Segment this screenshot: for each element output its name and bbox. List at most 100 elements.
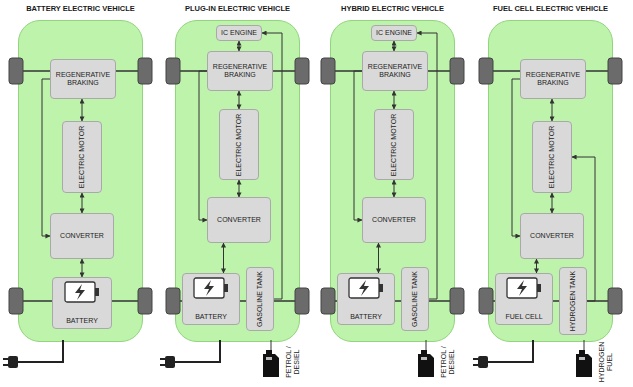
plug: [165, 356, 175, 368]
flow-arrow: [378, 243, 379, 273]
fuel-line: [426, 340, 427, 350]
component-label: BATTERY: [348, 313, 384, 321]
flow-arrow: [239, 41, 240, 51]
wheel: [450, 288, 464, 314]
charging-cable: [174, 340, 220, 362]
component-box: ELECTRIC MOTOR: [374, 109, 414, 180]
flow-arrow: [199, 71, 207, 220]
flow-arrow: [82, 99, 83, 121]
flow-arrow: [394, 91, 395, 109]
vehicle-title: BATTERY ELECTRIC VEHICLE: [26, 4, 135, 13]
wheel: [479, 58, 493, 84]
fuel-line: [584, 340, 585, 350]
component-box: BATTERY: [337, 273, 395, 325]
component-box: CONVERTER: [207, 197, 271, 243]
fuel-label: HYDROGEN FUEL: [598, 340, 613, 384]
wheel: [608, 58, 622, 84]
component-label: REGENERATIVE BRAKING: [521, 71, 585, 87]
component-label: GASOLINE TANK: [256, 271, 264, 327]
component-box: REGENERATIVE BRAKING: [362, 51, 428, 91]
battery-icon: [348, 277, 384, 299]
wheel: [295, 58, 309, 84]
flow-arrow: [239, 91, 240, 109]
component-box: ELECTRIC MOTOR: [62, 121, 102, 193]
component-box: GASOLINE TANK: [246, 267, 274, 331]
component-box: IC ENGINE: [371, 25, 417, 41]
wheel: [608, 288, 622, 314]
component-box: CONVERTER: [520, 213, 584, 259]
component-label: REGENERATIVE BRAKING: [363, 63, 427, 79]
fuel-label: PETROL / DESIEL: [285, 340, 300, 384]
vehicle-body: PLUG-IN ELECTRIC VEHICLEIC ENGINEREGENER…: [175, 20, 300, 342]
component-box: GASOLINE TANK: [401, 267, 429, 331]
flow-arrow: [223, 243, 224, 273]
battery-icon: [193, 277, 229, 299]
plug-pin: [160, 364, 165, 366]
flow-arrow: [239, 180, 240, 197]
component-label: GASOLINE TANK: [411, 271, 419, 327]
fuel-can-handle: [421, 357, 427, 360]
charging-cable: [487, 340, 533, 362]
component-label: HYDROGEN TANK: [569, 271, 577, 331]
axle: [486, 300, 615, 302]
flow-arrow: [394, 180, 395, 197]
component-label: IC ENGINE: [374, 29, 414, 37]
vehicle-body: BATTERY ELECTRIC VEHICLEREGENERATIVE BRA…: [18, 20, 143, 342]
wheel: [9, 288, 23, 314]
axle: [328, 300, 457, 302]
vehicle-body: HYBRID ELECTRIC VEHICLEIC ENGINEREGENERA…: [330, 20, 455, 342]
component-label: CONVERTER: [370, 216, 418, 224]
flow-arrow: [262, 33, 282, 299]
flow-arrow: [572, 157, 595, 301]
fuel-label: PETROL / DESIEL: [440, 340, 455, 384]
component-label: REGENERATIVE BRAKING: [208, 63, 272, 79]
component-label: CONVERTER: [58, 232, 106, 240]
wheel: [166, 288, 180, 314]
component-box: IC ENGINE: [216, 25, 262, 41]
fuel-line: [271, 340, 272, 350]
wheel: [138, 58, 152, 84]
wheel: [479, 288, 493, 314]
plug-pin: [473, 364, 478, 366]
axle: [328, 70, 457, 72]
component-box: BATTERY: [52, 277, 112, 329]
flow-arrow: [552, 99, 553, 121]
component-label: IC ENGINE: [219, 29, 259, 37]
component-box: HYDROGEN TANK: [559, 267, 587, 335]
component-box: REGENERATIVE BRAKING: [520, 59, 586, 99]
axle: [173, 300, 302, 302]
fuel-can-handle: [579, 357, 585, 360]
vehicle-title: FUEL CELL ELECTRIC VEHICLE: [493, 4, 608, 13]
fuel-can-handle: [266, 357, 272, 360]
vehicle-body: FUEL CELL ELECTRIC VEHICLEREGENERATIVE B…: [488, 20, 613, 342]
component-label: CONVERTER: [215, 216, 263, 224]
component-box: FUEL CELL: [495, 273, 553, 325]
component-label: ELECTRIC MOTOR: [78, 126, 86, 189]
component-box: ELECTRIC MOTOR: [219, 109, 259, 180]
axle: [16, 70, 145, 72]
wheel: [166, 58, 180, 84]
wheel: [321, 288, 335, 314]
fuel-can: [263, 350, 279, 377]
flow-arrow: [82, 193, 83, 213]
charging-cable: [17, 340, 63, 362]
wheel: [295, 288, 309, 314]
flow-arrow: [512, 79, 520, 236]
component-box: BATTERY: [182, 273, 240, 325]
component-label: BATTERY: [193, 313, 229, 321]
plug-pin: [473, 358, 478, 360]
plug-pin: [3, 364, 8, 366]
component-box: REGENERATIVE BRAKING: [207, 51, 273, 91]
component-label: CONVERTER: [528, 232, 576, 240]
plug-pin: [3, 358, 8, 360]
flow-arrow: [536, 259, 537, 273]
wheel: [138, 288, 152, 314]
vehicle-title: PLUG-IN ELECTRIC VEHICLE: [185, 4, 290, 13]
flow-arrow: [42, 79, 50, 236]
wheel: [9, 58, 23, 84]
component-label: BATTERY: [64, 317, 100, 325]
component-label: FUEL CELL: [503, 313, 544, 321]
component-label: REGENERATIVE BRAKING: [51, 71, 115, 87]
component-box: ELECTRIC MOTOR: [532, 121, 572, 193]
